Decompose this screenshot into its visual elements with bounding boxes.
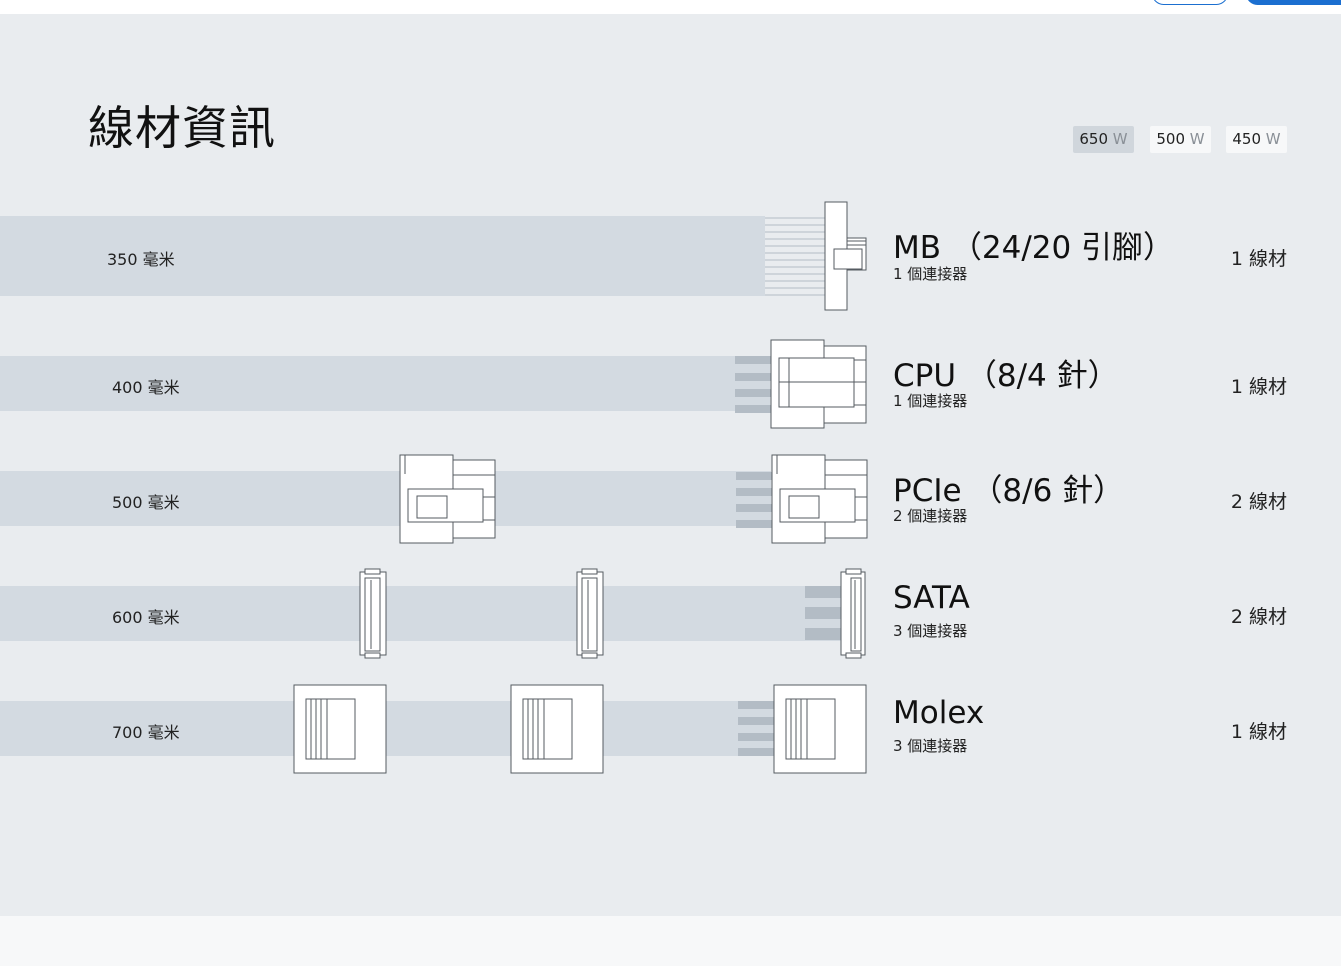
cable-band-molex	[0, 701, 774, 756]
cable-band-cpu	[0, 356, 770, 411]
cable-length-sata: 600 毫米	[112, 608, 180, 627]
cable-count-molex: 1 線材	[1230, 721, 1287, 743]
cable-band-pcie	[0, 471, 771, 526]
top-bar	[0, 0, 1341, 14]
sata-connector-1-icon	[359, 569, 389, 661]
cable-length-molex: 700 毫米	[112, 723, 180, 742]
tab-650w-value: 650	[1079, 130, 1108, 148]
cable-count-cpu: 1 線材	[1230, 376, 1287, 398]
cable-name-mb: MB （24/20 引腳）	[893, 230, 1175, 266]
cable-connectors-pcie: 2 個連接器	[893, 507, 968, 525]
cable-connectors-sata: 3 個連接器	[893, 622, 968, 640]
tab-500w-value: 500	[1156, 130, 1185, 148]
cable-count-pcie: 2 線材	[1230, 491, 1287, 513]
cable-connectors-molex: 3 個連接器	[893, 737, 968, 755]
cable-count-mb: 1 線材	[1230, 248, 1287, 270]
footer-area	[0, 916, 1341, 966]
molex-connector-1-icon	[293, 684, 389, 776]
sata-connector-2-icon	[576, 569, 606, 661]
cable-name-cpu: CPU （8/4 針）	[893, 358, 1119, 394]
cable-band-mb	[0, 216, 765, 296]
top-primary-button[interactable]	[1246, 0, 1341, 5]
tab-650w[interactable]: 650 W	[1073, 126, 1134, 153]
tab-450w-unit: W	[1265, 130, 1281, 148]
tab-650w-unit: W	[1112, 130, 1128, 148]
tab-450w-value: 450	[1232, 130, 1261, 148]
cpu-8pin-connector-icon	[735, 339, 870, 431]
sata-connector-3-icon	[805, 569, 870, 661]
molex-connector-2-icon	[510, 684, 606, 776]
page-title: 線材資訊	[88, 101, 276, 155]
tab-500w[interactable]: 500 W	[1150, 126, 1211, 153]
cable-connectors-cpu: 1 個連接器	[893, 392, 968, 410]
cable-band-sata	[0, 586, 841, 641]
cable-count-sata: 2 線材	[1230, 606, 1287, 628]
tab-450w[interactable]: 450 W	[1226, 126, 1287, 153]
cable-length-mb: 350 毫米	[107, 250, 175, 269]
molex-connector-3-icon	[738, 684, 870, 776]
tab-500w-unit: W	[1189, 130, 1205, 148]
cable-connectors-mb: 1 個連接器	[893, 265, 968, 283]
mb-24pin-connector-icon	[765, 201, 870, 313]
cable-name-molex: Molex	[893, 695, 985, 731]
pcie-connector-1-icon	[399, 454, 499, 546]
top-outline-button[interactable]	[1152, 0, 1228, 5]
cable-name-sata: SATA	[893, 580, 970, 616]
cable-name-pcie: PCIe （8/6 針）	[893, 473, 1125, 509]
pcie-connector-2-icon	[736, 454, 870, 546]
cable-info-panel	[0, 14, 1341, 916]
cable-length-pcie: 500 毫米	[112, 493, 180, 512]
cable-length-cpu: 400 毫米	[112, 378, 180, 397]
